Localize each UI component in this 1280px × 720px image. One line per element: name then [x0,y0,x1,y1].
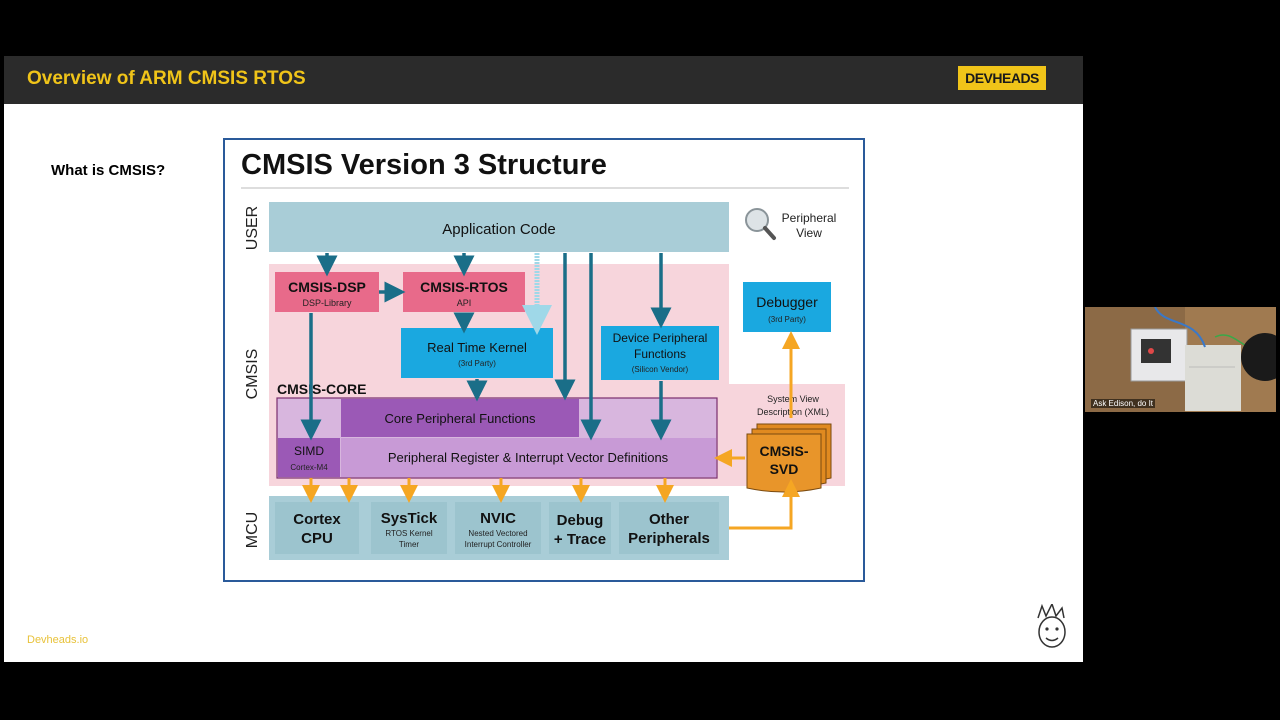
slide-title: Overview of ARM CMSIS RTOS [27,68,306,89]
systick-title: SysTick [381,510,438,527]
nvic-title: NVIC [480,510,516,527]
debug-trace-line1: Debug [557,512,604,529]
presentation-slide: Overview of ARM CMSIS RTOS DEVHEADS What… [4,56,1083,662]
device-peripheral-block [601,326,719,380]
simd-title: SIMD [294,444,324,458]
system-view-line2: Description (XML) [757,407,829,417]
cortex-cpu-line1: Cortex [293,511,341,528]
teal-arrows [300,253,672,441]
core-peripheral-functions-block [341,399,579,437]
debugger-block [743,282,831,332]
peripheral-view-line2: View [796,226,822,240]
cmsis-dsp-title: CMSIS-DSP [288,279,366,295]
nvic-sub1: Nested Vectored [468,529,527,538]
real-time-kernel-block [401,328,553,378]
cmsis-structure-diagram: CMSIS Version 3 Structure USER CMSIS MCU… [223,138,865,582]
webcam-label: Ask Edison, do It [1091,399,1156,408]
debugger-subtitle: (3rd Party) [768,315,806,324]
diagram-title: CMSIS Version 3 Structure [241,149,607,181]
cmsis-rtos-title: CMSIS-RTOS [420,279,508,295]
layer-label-mcu: MCU [244,512,261,548]
layer-label-cmsis: CMSIS [244,349,261,400]
question-text: What is CMSIS? [51,162,166,179]
cmsis-svd-line1: CMSIS- [760,443,809,459]
system-view-line1: System View [767,394,819,404]
cmsis-rtos-block [403,272,525,312]
webcam-video: Ask Edison, do It [1085,307,1276,412]
application-code-label: Application Code [442,221,555,238]
other-peripherals-line2: Peripherals [628,530,710,547]
magnifier-icon [745,208,776,240]
systick-sub2: Timer [399,540,419,549]
layer-label-user: USER [244,206,261,250]
peripheral-view-line1: Peripheral [782,211,837,225]
webcam-scene-icon [1085,307,1276,412]
cmsis-rtos-subtitle: API [457,298,472,308]
footer-text: Devheads.io [27,634,89,646]
device-peripheral-line2: Functions [634,347,686,361]
device-peripheral-subtitle: (Silicon Vendor) [632,365,689,374]
cortex-cpu-line2: CPU [301,530,333,547]
nvic-sub2: Interrupt Controller [465,540,532,549]
cmsis-core-label: CMSIS-CORE [277,381,366,397]
device-peripheral-line1: Device Peripheral [613,331,708,345]
cmsis-svd-block [746,423,832,493]
debug-trace-line2: + Trace [554,531,606,548]
peripheral-register-label: Peripheral Register & Interrupt Vector D… [388,450,669,465]
other-peripherals-line1: Other [649,511,689,528]
application-code-block [269,202,729,252]
cmsis-svd-line2: SVD [770,461,799,477]
mascot-icon [1037,604,1066,648]
cmsis-dsp-block [275,272,379,312]
debugger-title: Debugger [756,294,818,310]
systick-sub1: RTOS Kernel [385,529,433,538]
devheads-logo: DEVHEADS [958,66,1046,90]
simd-block [278,438,340,477]
slide-header: Overview of ARM CMSIS RTOS DEVHEADS [4,56,1083,104]
core-peripheral-functions-label: Core Peripheral Functions [384,411,536,426]
real-time-kernel-subtitle: (3rd Party) [458,359,496,368]
simd-subtitle: Cortex-M4 [290,463,328,472]
cmsis-dsp-subtitle: DSP-Library [302,298,352,308]
orange-arrows [302,331,800,530]
peripheral-register-block [341,438,716,477]
real-time-kernel-title: Real Time Kernel [427,340,527,355]
